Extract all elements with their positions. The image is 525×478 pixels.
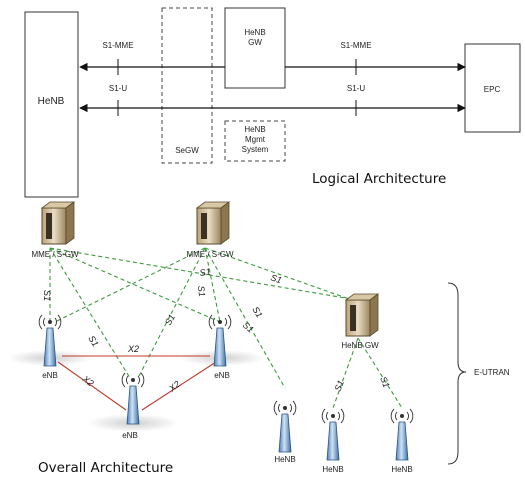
antenna-icon (121, 372, 145, 425)
overall-architecture: S1 S1 S1 S1 S1 S1 S1 S1 S1 S1 X2 X2 X2 M… (8, 201, 510, 476)
antenna-icon (208, 314, 232, 367)
s1-u-label-left: S1-U (109, 84, 127, 93)
henb-3-label: HeNB (391, 465, 412, 474)
s1-link (54, 247, 206, 323)
henb-box (24, 11, 79, 198)
henb-1-label: HeNB (274, 455, 295, 464)
overall-architecture-caption: Overall Architecture (38, 460, 173, 476)
x2-label: X2 (166, 379, 182, 394)
epc-box (464, 43, 521, 133)
epc-label: EPC (484, 85, 501, 94)
henb-gw-box (224, 7, 286, 89)
henb-box-label: HeNB (38, 96, 65, 107)
s1-label: S1 (250, 305, 264, 320)
s1-link (49, 247, 358, 301)
logical-architecture: HeNB SeGW HeNB GW HeNB Mgmt System EPC S… (24, 7, 521, 198)
antenna-icon (390, 408, 414, 461)
x2-label: X2 (80, 373, 96, 388)
x2-link (57, 361, 127, 411)
s1-link (332, 337, 359, 409)
mme-sgw-right-label: MME / S-GW (186, 250, 234, 259)
x2-link (141, 361, 217, 411)
enb-mid-label: eNB (214, 371, 230, 380)
server-icon (195, 201, 231, 245)
logical-architecture-caption: Logical Architecture (312, 171, 446, 187)
antenna-icon (321, 408, 345, 461)
antenna-icon (273, 400, 297, 453)
s1-labels: S1 S1 S1 S1 S1 S1 S1 S1 S1 S1 (42, 267, 392, 393)
s1-link (204, 247, 221, 323)
antenna-icon (38, 314, 62, 367)
henb-mgmt-label-1: HeNB (244, 125, 265, 134)
s1-mme-label-left: S1-MME (102, 41, 133, 50)
server-icon (40, 201, 76, 245)
s1-label: S1 (196, 285, 207, 297)
henb-mgmt-label-3: System (242, 145, 269, 154)
s1-link (204, 247, 286, 389)
s1-label: S1 (42, 290, 52, 301)
x2-label: X2 (127, 344, 139, 354)
s1-label: S1 (163, 313, 177, 327)
henb-gw-label-1: HeNB (244, 28, 265, 37)
henb-gw-node-label: HeNB GW (341, 341, 379, 350)
server-icon (344, 293, 380, 337)
henb-mgmt-box (224, 120, 286, 162)
e-utran-label: E-UTRAN (474, 368, 510, 377)
s1-link (204, 247, 353, 301)
s1-label: S1 (378, 375, 391, 389)
s1-u-label-right: S1-U (347, 84, 365, 93)
enb-bottom-label: eNB (122, 431, 138, 440)
s1-label: S1 (86, 334, 100, 349)
x2-links (57, 355, 217, 411)
s1-links (49, 247, 403, 409)
e-utran-brace (447, 282, 467, 465)
s1-label: S1 (269, 272, 283, 285)
s1-label: S1 (199, 267, 211, 278)
s1-label: S1 (333, 379, 346, 393)
s1-link (49, 247, 221, 323)
henb-gw-label-2: GW (248, 38, 262, 47)
segw-box (161, 7, 213, 164)
enb-left-label: eNB (42, 371, 58, 380)
mme-sgw-left-label: MME / S-GW (31, 250, 79, 259)
s1-label: S1 (241, 320, 256, 335)
s1-mme-label-right: S1-MME (340, 41, 371, 50)
henb-mgmt-label-2: Mgmt (245, 135, 266, 144)
segw-label: SeGW (175, 146, 199, 155)
henb-2-label: HeNB (322, 465, 343, 474)
